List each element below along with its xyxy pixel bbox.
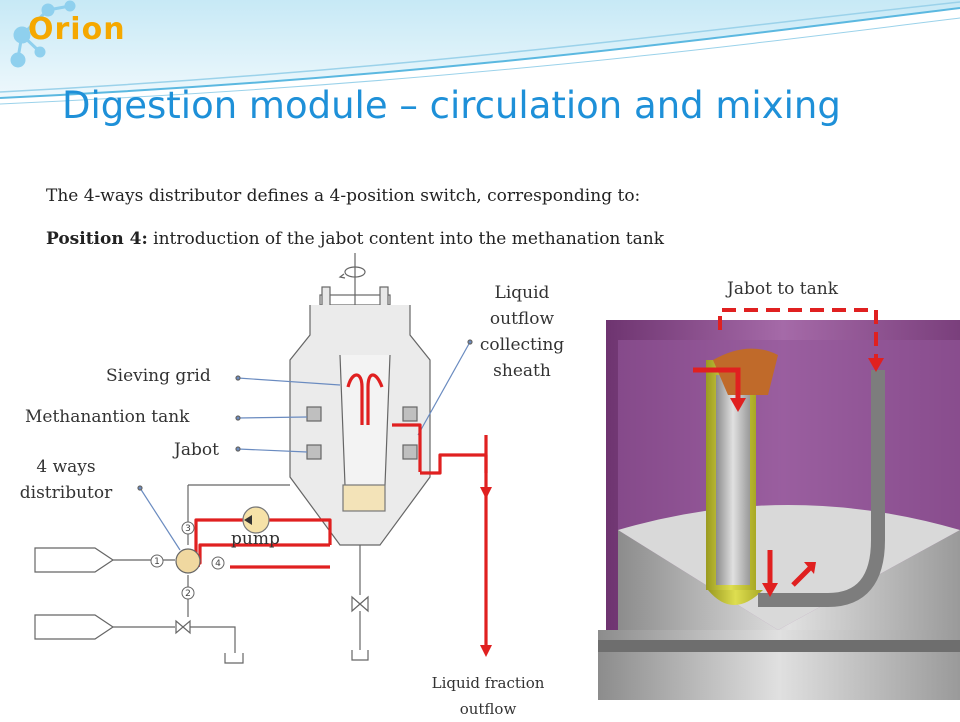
port-4: 4 [215,559,221,569]
label-sieving-grid: Sieving grid [106,366,211,386]
label-distributor: 4 ways distributor [19,457,113,503]
label-methanation-tank: Methanantion tank [25,407,190,427]
label-jabot-to-tank: Jabot to tank [727,279,838,299]
logo-text: Orion [28,12,126,47]
page-title: Digestion module – circulation and mixin… [62,84,841,127]
label-liquid-fraction-outflow: Liquid fraction outflow [431,674,545,718]
port-1: 1 [154,557,160,567]
position-text: Position 4: introduction of the jabot co… [46,229,664,249]
schematic-diagram: 1 2 3 4 [34,253,492,664]
port-3: 3 [185,524,191,534]
label-jabot: Jabot [174,440,219,460]
label-pump: pump [231,529,280,549]
port-2: 2 [185,589,191,599]
position-label: Position 4: [46,229,148,249]
distributor-icon [175,548,201,574]
intro-text: The 4-ways distributor defines a 4-posit… [46,186,641,206]
position-description: introduction of the jabot content into t… [147,229,664,249]
label-liquid-outflow-sheath: Liquid outflow collecting sheath [479,283,565,381]
tank-cutaway-illustration [598,308,960,700]
header-banner [0,0,960,105]
molecule-icon [10,0,76,68]
pump-icon [242,506,270,534]
